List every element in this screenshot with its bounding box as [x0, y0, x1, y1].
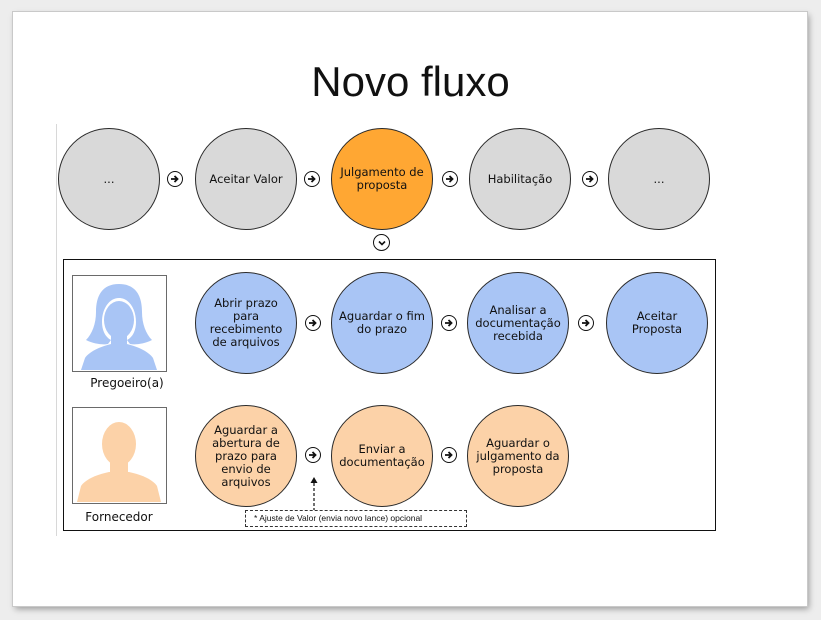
top-step-habilitacao: Habilitação	[469, 128, 571, 230]
female-person-icon	[81, 284, 157, 370]
right-arrow-icon	[304, 171, 320, 187]
right-arrow-icon	[305, 447, 321, 463]
fornecedor-step-aguardar-julgamento: Aguardar o julgamento da proposta	[467, 405, 569, 507]
pregoeiro-step-abrir-prazo: Abrir prazo para recebimento de arquivos	[195, 272, 297, 374]
fornecedor-step-enviar-documentacao: Enviar a documentação	[331, 405, 433, 507]
role-label-fornecedor: Fornecedor	[85, 510, 153, 524]
divider	[56, 124, 57, 536]
pregoeiro-step-aguardar-fim: Aguardar o fim do prazo	[331, 272, 433, 374]
chevron-down-icon[interactable]	[373, 234, 390, 251]
pregoeiro-step-aceitar-proposta: Aceitar Proposta	[606, 272, 708, 374]
top-step-label: ...	[103, 171, 115, 186]
top-step-label: Julgamento de proposta	[340, 165, 424, 192]
avatar-pregoeiro	[72, 275, 167, 372]
right-arrow-icon	[582, 171, 598, 187]
role-label-pregoeiro: Pregoeiro(a)	[90, 376, 164, 390]
avatar-fornecedor	[72, 407, 167, 504]
right-arrow-icon	[441, 315, 457, 331]
detail-box	[63, 259, 716, 531]
top-step-next: ...	[608, 128, 710, 230]
right-arrow-icon	[305, 315, 321, 331]
step-label: Aguardar a abertura de prazo para envio …	[212, 422, 280, 489]
note-ajuste-de-valor: * Ajuste de Valor (envia novo lance) opc…	[245, 510, 467, 527]
right-arrow-icon	[441, 447, 457, 463]
step-label: Enviar a documentação	[339, 442, 425, 469]
step-label: Aguardar o fim do prazo	[339, 309, 425, 336]
step-label: Aguardar o julgamento da proposta	[476, 435, 560, 476]
male-person-icon	[77, 422, 161, 502]
step-label: Analisar a documentação recebida	[475, 302, 561, 343]
top-step-aceitar-valor: Aceitar Valor	[195, 128, 297, 230]
top-step-label: Habilitação	[487, 171, 553, 186]
pregoeiro-step-analisar: Analisar a documentação recebida	[467, 272, 569, 374]
right-arrow-icon	[578, 315, 594, 331]
right-arrow-icon	[167, 171, 183, 187]
right-arrow-icon	[442, 171, 458, 187]
top-step-label: Aceitar Valor	[209, 171, 283, 186]
up-arrow-icon	[310, 477, 318, 511]
top-step-previous: ...	[58, 128, 160, 230]
top-step-julgamento-de-proposta: Julgamento de proposta	[331, 128, 433, 230]
step-label: Aceitar Proposta	[631, 309, 683, 336]
top-step-label: ...	[653, 171, 665, 186]
fornecedor-step-aguardar-abertura: Aguardar a abertura de prazo para envio …	[195, 405, 297, 507]
step-label: Abrir prazo para recebimento de arquivos	[209, 296, 283, 349]
page-title: Novo fluxo	[311, 58, 510, 105]
